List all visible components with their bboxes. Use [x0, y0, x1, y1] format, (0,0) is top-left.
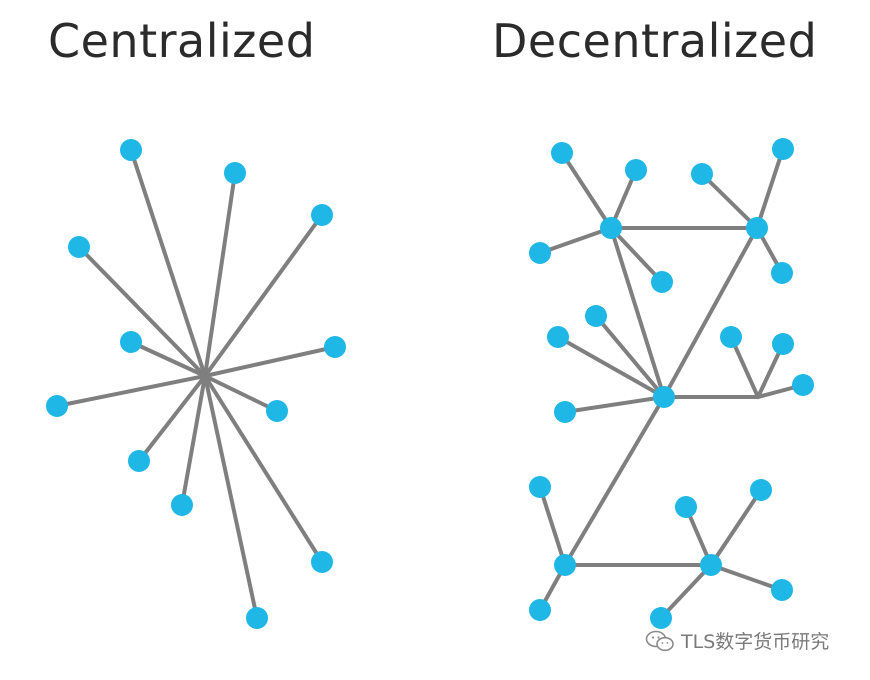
decentralized-edge — [538, 226, 613, 255]
centralized-edge — [77, 245, 207, 378]
decentralized-edge — [563, 395, 666, 414]
centralized-edge — [203, 374, 259, 620]
decentralized-node — [551, 142, 573, 164]
decentralized-node — [651, 271, 673, 293]
edges — [55, 147, 805, 620]
decentralized-node — [772, 333, 794, 355]
centralized-node — [224, 162, 246, 184]
centralized-edge — [180, 374, 207, 507]
decentralized-edge — [662, 226, 759, 399]
centralized-node — [266, 400, 288, 422]
decentralized-edge — [594, 314, 666, 399]
decentralized-node — [529, 599, 551, 621]
decentralized-node — [792, 374, 814, 396]
decentralized-hub-node — [554, 554, 576, 576]
centralized-node — [46, 395, 68, 417]
decentralized-node — [771, 579, 793, 601]
centralized-edge — [129, 148, 207, 378]
nodes — [46, 138, 814, 629]
decentralized-edge — [755, 147, 785, 230]
decentralized-node — [554, 401, 576, 423]
watermark: TLS数字货币研究 — [645, 627, 829, 654]
centralized-node — [120, 331, 142, 353]
centralized-edge — [129, 340, 207, 378]
decentralized-node — [691, 163, 713, 185]
decentralized-edge — [609, 226, 666, 399]
decentralized-edge — [609, 226, 664, 284]
watermark-text: TLS数字货币研究 — [681, 631, 830, 653]
decentralized-node — [771, 262, 793, 284]
decentralized-edge — [700, 172, 759, 230]
centralized-edge — [55, 374, 207, 408]
centralized-edge — [137, 374, 207, 463]
centralized-node — [324, 336, 346, 358]
centralized-edge — [203, 374, 279, 413]
decentralized-edge — [556, 335, 666, 399]
decentralized-hub-node — [600, 217, 622, 239]
decentralized-hub-node — [746, 217, 768, 239]
decentralized-edge — [659, 563, 713, 620]
decentralized-node — [585, 305, 607, 327]
decentralized-title: Decentralized — [492, 14, 818, 68]
decentralized-node — [625, 159, 647, 181]
centralized-node — [120, 139, 142, 161]
centralized-node — [171, 494, 193, 516]
centralized-edge — [203, 213, 324, 378]
decentralized-edge — [709, 563, 784, 592]
decentralized-hub-node — [700, 554, 722, 576]
centralized-node — [128, 450, 150, 472]
centralized-edge — [203, 171, 237, 378]
centralized-node — [311, 551, 333, 573]
decentralized-node — [529, 476, 551, 498]
decentralized-edge — [563, 395, 666, 567]
wechat-icon — [645, 630, 674, 651]
decentralized-node — [547, 326, 569, 348]
decentralized-node — [720, 326, 742, 348]
decentralized-node — [675, 496, 697, 518]
centralized-node — [68, 236, 90, 258]
decentralized-edge — [560, 151, 613, 230]
centralized-node — [311, 204, 333, 226]
decentralized-edge — [538, 485, 567, 567]
decentralized-node — [529, 242, 551, 264]
decentralized-node — [650, 607, 672, 629]
decentralized-hub-node — [653, 386, 675, 408]
centralized-title: Centralized — [48, 14, 316, 68]
centralized-node — [246, 607, 268, 629]
centralized-edge — [203, 345, 337, 378]
decentralized-node — [750, 479, 772, 501]
centralized-edge — [203, 374, 324, 564]
decentralized-node — [772, 138, 794, 160]
decentralized-edge — [709, 488, 763, 567]
